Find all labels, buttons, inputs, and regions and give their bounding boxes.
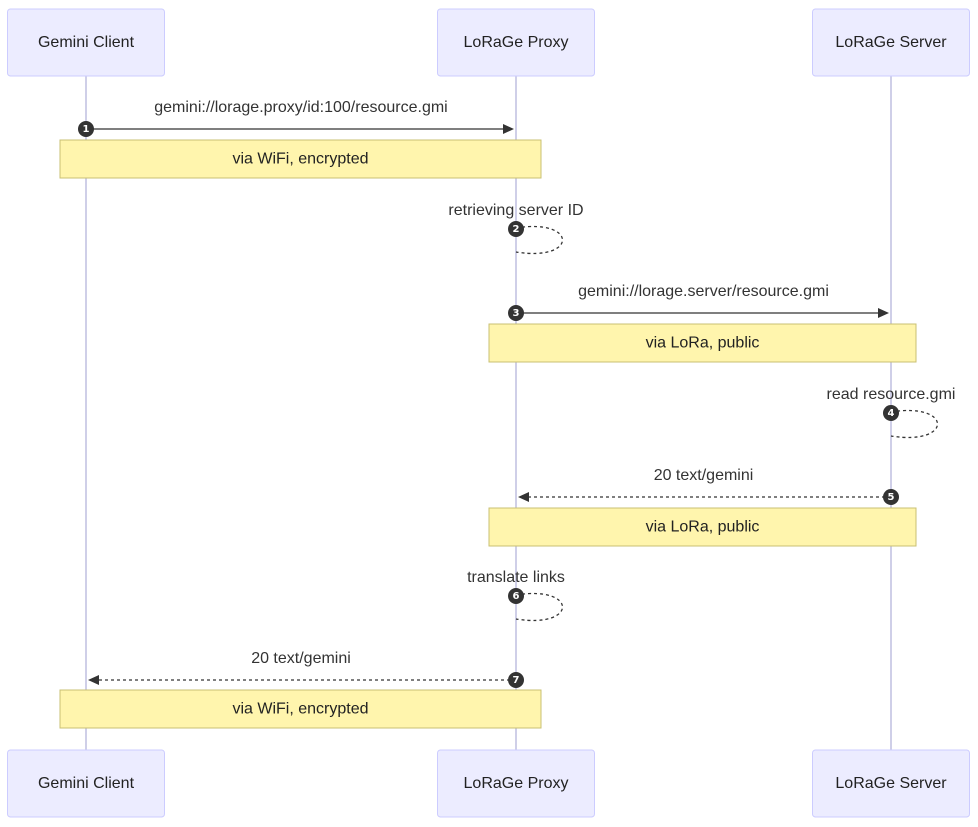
self-loop-line [515, 225, 564, 255]
note-label: via LoRa, public [646, 519, 760, 536]
notes: via WiFi, encrypted via LoRa, public via L… [59, 139, 917, 729]
sequence-number: 7 [513, 675, 520, 686]
message-3: gemini://lorage.server/resource.gmi 3 [508, 283, 889, 321]
note-box [59, 139, 542, 179]
arrowhead-icon [518, 492, 529, 502]
note-label: via LoRa, public [646, 335, 760, 352]
message-label: 20 text/gemini [251, 650, 351, 667]
actor-client-bottom: Gemini Client [7, 749, 165, 818]
actor-box [437, 8, 595, 77]
messages: gemini://lorage.proxy/id:100/resource.gm… [78, 99, 955, 688]
actor-label: LoRaGe Proxy [464, 775, 569, 792]
sequence-number-badge [508, 588, 524, 604]
actor-proxy-bottom: LoRaGe Proxy [437, 749, 595, 818]
actor-box [437, 749, 595, 818]
sequence-number: 4 [888, 408, 895, 419]
actor-box [7, 8, 165, 77]
actor-label: LoRaGe Server [835, 775, 947, 792]
note-box [488, 323, 917, 363]
note: via LoRa, public [488, 323, 917, 363]
sequence-number: 3 [513, 308, 520, 319]
sequence-number: 2 [513, 224, 520, 235]
self-loop-line [515, 592, 564, 622]
message-5: 20 text/gemini 5 [518, 467, 899, 505]
sequence-number-badge [508, 221, 524, 237]
sequence-number: 5 [888, 492, 895, 503]
actor-label: Gemini Client [38, 775, 135, 792]
sequence-number: 6 [513, 591, 520, 602]
actor-box [7, 749, 165, 818]
sequence-number-badge [508, 672, 524, 688]
actor-label: Gemini Client [38, 34, 135, 51]
message-7: 20 text/gemini 7 [88, 650, 524, 688]
actor-label: LoRaGe Proxy [464, 34, 569, 51]
note-label: via WiFi, encrypted [232, 701, 368, 718]
arrowhead-icon [503, 124, 514, 134]
self-message-6: translate links 6 [467, 569, 565, 622]
arrowhead-icon [88, 675, 99, 685]
actor-box [812, 749, 970, 818]
message-label: gemini://lorage.proxy/id:100/resource.gm… [154, 99, 447, 116]
message-1: gemini://lorage.proxy/id:100/resource.gm… [78, 99, 514, 137]
actor-proxy-top: LoRaGe Proxy [437, 8, 595, 77]
message-label: read resource.gmi [827, 386, 956, 403]
note: via LoRa, public [488, 507, 917, 547]
sequence-number-badge [78, 121, 94, 137]
self-message-2: retrieving server ID 2 [448, 202, 584, 255]
actor-server-top: LoRaGe Server [812, 8, 970, 77]
sequence-number: 1 [83, 124, 90, 135]
note: via WiFi, encrypted [59, 689, 542, 729]
actor-box [812, 8, 970, 77]
actor-client-top: Gemini Client [7, 8, 165, 77]
note-box [488, 507, 917, 547]
self-loop-line [890, 409, 939, 439]
actor-server-bottom: LoRaGe Server [812, 749, 970, 818]
note: via WiFi, encrypted [59, 139, 542, 179]
message-label: gemini://lorage.server/resource.gmi [578, 283, 829, 300]
self-message-4: read resource.gmi 4 [827, 386, 956, 439]
arrowhead-icon [878, 308, 889, 318]
sequence-number-badge [508, 305, 524, 321]
sequence-number-badge [883, 405, 899, 421]
note-label: via WiFi, encrypted [232, 151, 368, 168]
note-box [59, 689, 542, 729]
message-label: translate links [467, 569, 565, 586]
actor-label: LoRaGe Server [835, 34, 947, 51]
message-label: 20 text/gemini [654, 467, 754, 484]
message-label: retrieving server ID [448, 202, 583, 219]
sequence-number-badge [883, 489, 899, 505]
